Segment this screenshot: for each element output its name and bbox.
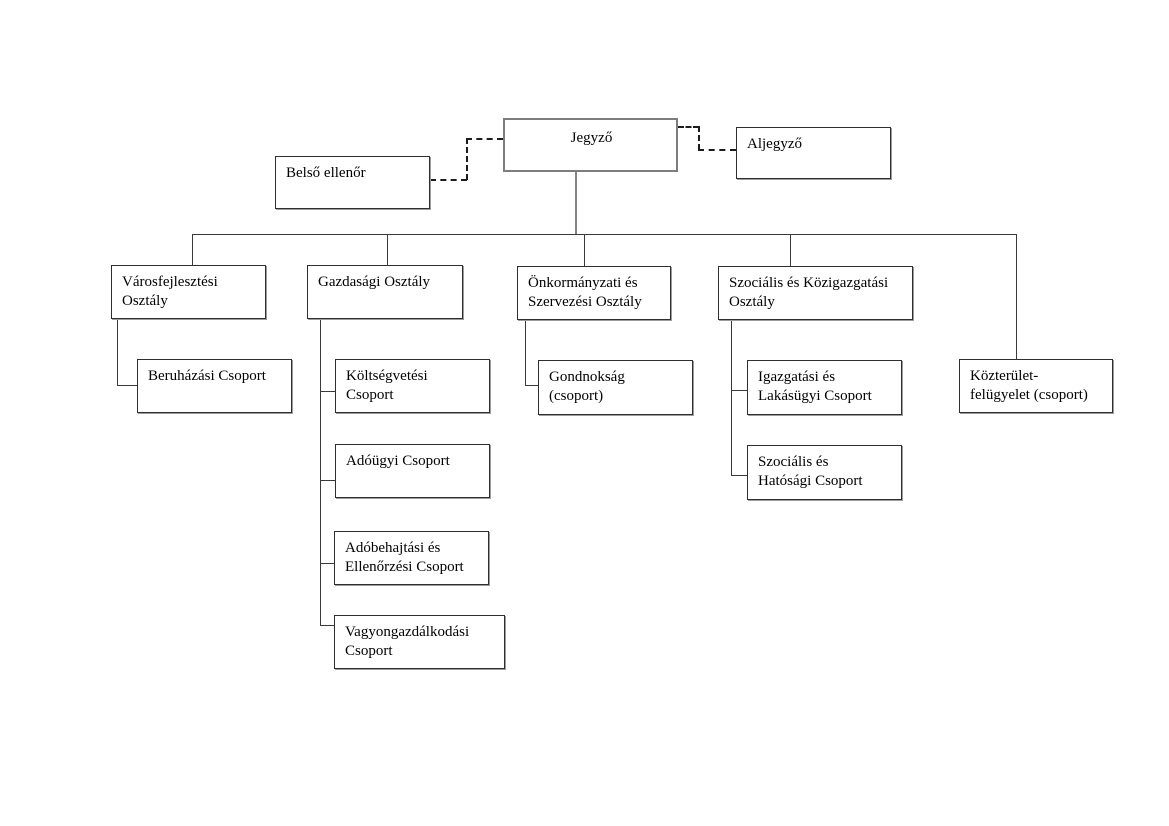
connector-vagyongazdalkodasi-stub	[320, 625, 334, 626]
connector-aljegyzo-h1	[678, 126, 699, 128]
node-szocialis-kozigazgatasi-osztaly: Szociális és Közigazgatási Osztály	[718, 266, 913, 320]
node-adougyi-csoport: Adóügyi Csoport	[335, 444, 490, 498]
node-gondnoksag-csoport: Gondnokság (csoport)	[538, 360, 693, 415]
connector-drop-kozterulet	[1016, 234, 1017, 359]
node-belso-ellenor: Belső ellenőr	[275, 156, 430, 209]
connector-drop-gazdasagi	[387, 234, 388, 265]
connector-drop-varosfejlesztesi	[192, 234, 193, 265]
connector-szocialis-spine	[731, 320, 732, 475]
connector-adougyi-stub	[320, 480, 335, 481]
connector-drop-onkormanyzati	[584, 234, 585, 266]
node-szocialis-hatosagi-csoport: Szociális és Hatósági Csoport	[747, 445, 902, 500]
connector-drop-szocialis	[790, 234, 791, 266]
node-aljegyzo: Aljegyző	[736, 127, 891, 179]
node-vagyongazdalkodasi-csoport: Vagyongazdálkodási Csoport	[334, 615, 505, 669]
connector-beruhazasi-h	[117, 385, 137, 386]
connector-gondnoksag-v	[525, 320, 526, 385]
node-varosfejlesztesi-osztaly: Városfejlesztési Osztály	[111, 265, 266, 319]
node-onkormanyzati-osztaly: Önkormányzati és Szervezési Osztály	[517, 266, 671, 320]
connector-belso-ellenor-v	[466, 138, 468, 180]
node-gazdasagi-osztaly: Gazdasági Osztály	[307, 265, 463, 319]
connector-belso-ellenor-h2	[466, 138, 503, 140]
connector-aljegyzo-h2	[698, 149, 736, 151]
node-igazgatasi-csoport: Igazgatási és Lakásügyi Csoport	[747, 360, 902, 415]
connector-igazgatasi-stub	[731, 390, 747, 391]
node-kozterulet-felugyelet: Közterület- felügyelet (csoport)	[959, 359, 1113, 413]
connector-belso-ellenor-h1	[430, 179, 467, 181]
node-adobehajtasi-csoport: Adóbehajtási és Ellenőrzési Csoport	[334, 531, 489, 585]
connector-jegyzo-stem	[575, 172, 577, 235]
connector-gondnoksag-h	[525, 385, 538, 386]
connector-adobehajtasi-stub	[320, 563, 334, 564]
node-beruhazasi-csoport: Beruházási Csoport	[137, 359, 292, 413]
connector-gazdasagi-spine	[320, 319, 321, 625]
connector-main-rail	[192, 234, 1016, 235]
connector-hatosagi-stub	[731, 475, 747, 476]
node-koltsegvetesi-csoport: Költségvetési Csoport	[335, 359, 490, 413]
connector-beruhazasi-v	[117, 319, 118, 385]
node-jegyzo: Jegyző	[503, 118, 678, 172]
connector-aljegyzo-v	[698, 126, 700, 150]
connector-koltsegvetesi-stub	[320, 391, 335, 392]
